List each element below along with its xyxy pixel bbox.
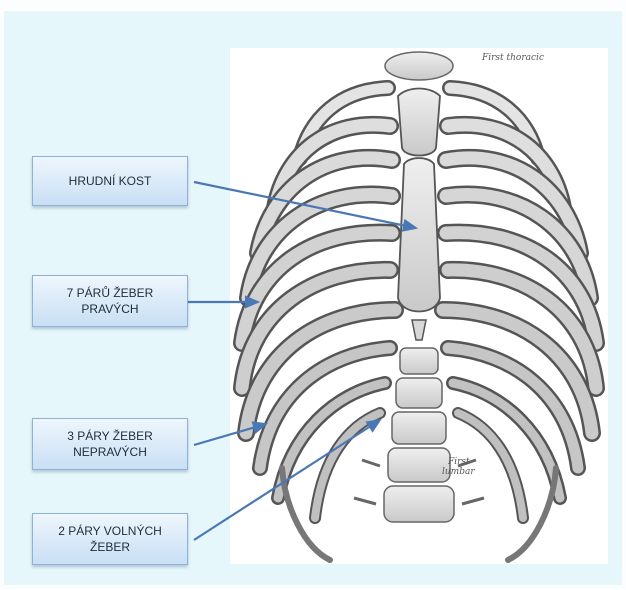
label-sternum: HRUDNÍ KOST [32, 156, 188, 206]
label-floating-ribs-text: 2 PÁRY VOLNÝCH ŽEBER [58, 523, 162, 555]
label-false-ribs-text: 3 PÁRY ŽEBER NEPRAVÝCH [67, 428, 153, 460]
label-true-ribs-text: 7 PÁRŮ ŽEBER PRAVÝCH [67, 285, 154, 317]
label-sternum-text: HRUDNÍ KOST [69, 173, 152, 189]
arrow-sternum [194, 182, 416, 228]
label-true-ribs: 7 PÁRŮ ŽEBER PRAVÝCH [32, 275, 188, 327]
label-floating-ribs: 2 PÁRY VOLNÝCH ŽEBER [32, 513, 188, 565]
label-false-ribs: 3 PÁRY ŽEBER NEPRAVÝCH [32, 418, 188, 470]
arrow-false-ribs [194, 424, 266, 445]
